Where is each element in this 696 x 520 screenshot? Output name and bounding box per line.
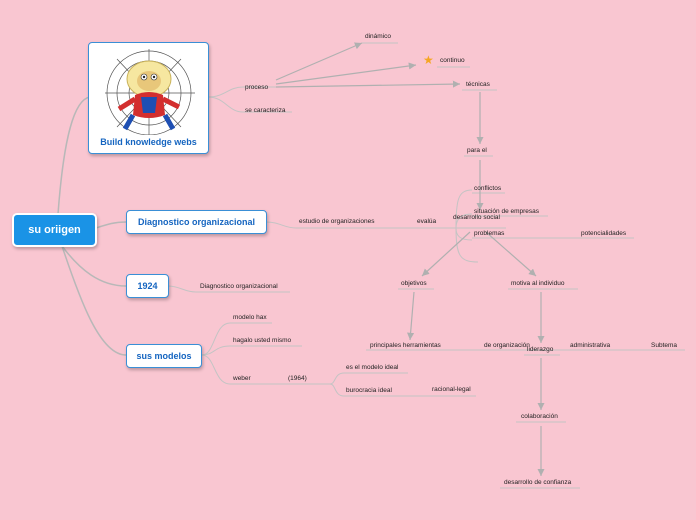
topic-desarrollo-confianza[interactable]: desarrollo de confianza — [504, 479, 572, 486]
topic-diagnostico-organizacional[interactable]: Diagnostico organizacional — [200, 283, 278, 290]
topic-conflictos[interactable]: conflictos — [474, 185, 502, 192]
topic-hagalo-usted-mismo[interactable]: hagalo usted mismo — [233, 337, 292, 344]
sus-modelos-node[interactable]: sus modelos — [126, 344, 202, 368]
build-knowledge-webs-label: Build knowledge webs — [100, 137, 197, 147]
topic-evalua[interactable]: evalúa — [417, 218, 437, 225]
topic-liderazgo[interactable]: liderazgo — [527, 346, 554, 353]
topic-potencialidades[interactable]: potencialidades — [581, 230, 627, 237]
topic-desarrollo-social[interactable]: desarrollo social — [453, 214, 500, 221]
topic-administrativa[interactable]: administrativa — [570, 342, 611, 349]
topic-modelo-ideal[interactable]: es el modelo ideal — [346, 364, 399, 371]
topic-objetivos[interactable]: objetivos — [401, 280, 427, 287]
topic-modelo-hax[interactable]: modelo hax — [233, 314, 267, 321]
topic-para-el[interactable]: para el — [467, 147, 487, 154]
diagnostico-organizacional-node[interactable]: Diagnostico organizacional — [126, 210, 267, 234]
topic-tecnicas[interactable]: técnicas — [466, 81, 490, 88]
spider-man-icon — [95, 49, 202, 136]
build-knowledge-webs-node[interactable]: Build knowledge webs — [88, 42, 209, 154]
topic-colaboracion[interactable]: colaboración — [521, 413, 558, 420]
topic-burocracia-ideal[interactable]: burocracia ideal — [346, 387, 392, 394]
topic-situacion-empresas[interactable]: situación de empresas — [474, 208, 540, 215]
topic-estudio-organizaciones[interactable]: estudio de organizaciones — [299, 218, 375, 225]
topic-problemas[interactable]: problemas — [474, 230, 505, 237]
topic-subtema[interactable]: Subtema — [651, 342, 678, 349]
topic-motiva-individuo[interactable]: motiva al individuo — [511, 280, 565, 287]
topic-weber[interactable]: weber — [233, 375, 251, 382]
topic-dinamico[interactable]: dinámico — [365, 33, 392, 40]
topic-principales-herramientas[interactable]: principales herramientas — [370, 342, 441, 349]
topic-de-organizacion[interactable]: de organización — [484, 342, 530, 349]
topic-proceso[interactable]: proceso — [245, 84, 269, 91]
topic-se-caracteriza[interactable]: se caracteriza — [245, 107, 286, 114]
year-1924-node[interactable]: 1924 — [126, 274, 169, 298]
topic-anio-weber[interactable]: (1964) — [288, 375, 307, 382]
star-icon: ★ — [423, 53, 434, 67]
topic-continuo[interactable]: continuo — [440, 57, 465, 64]
topic-racional-legal[interactable]: racional-legal — [432, 386, 471, 393]
root-node[interactable]: su oriigen — [12, 213, 97, 247]
